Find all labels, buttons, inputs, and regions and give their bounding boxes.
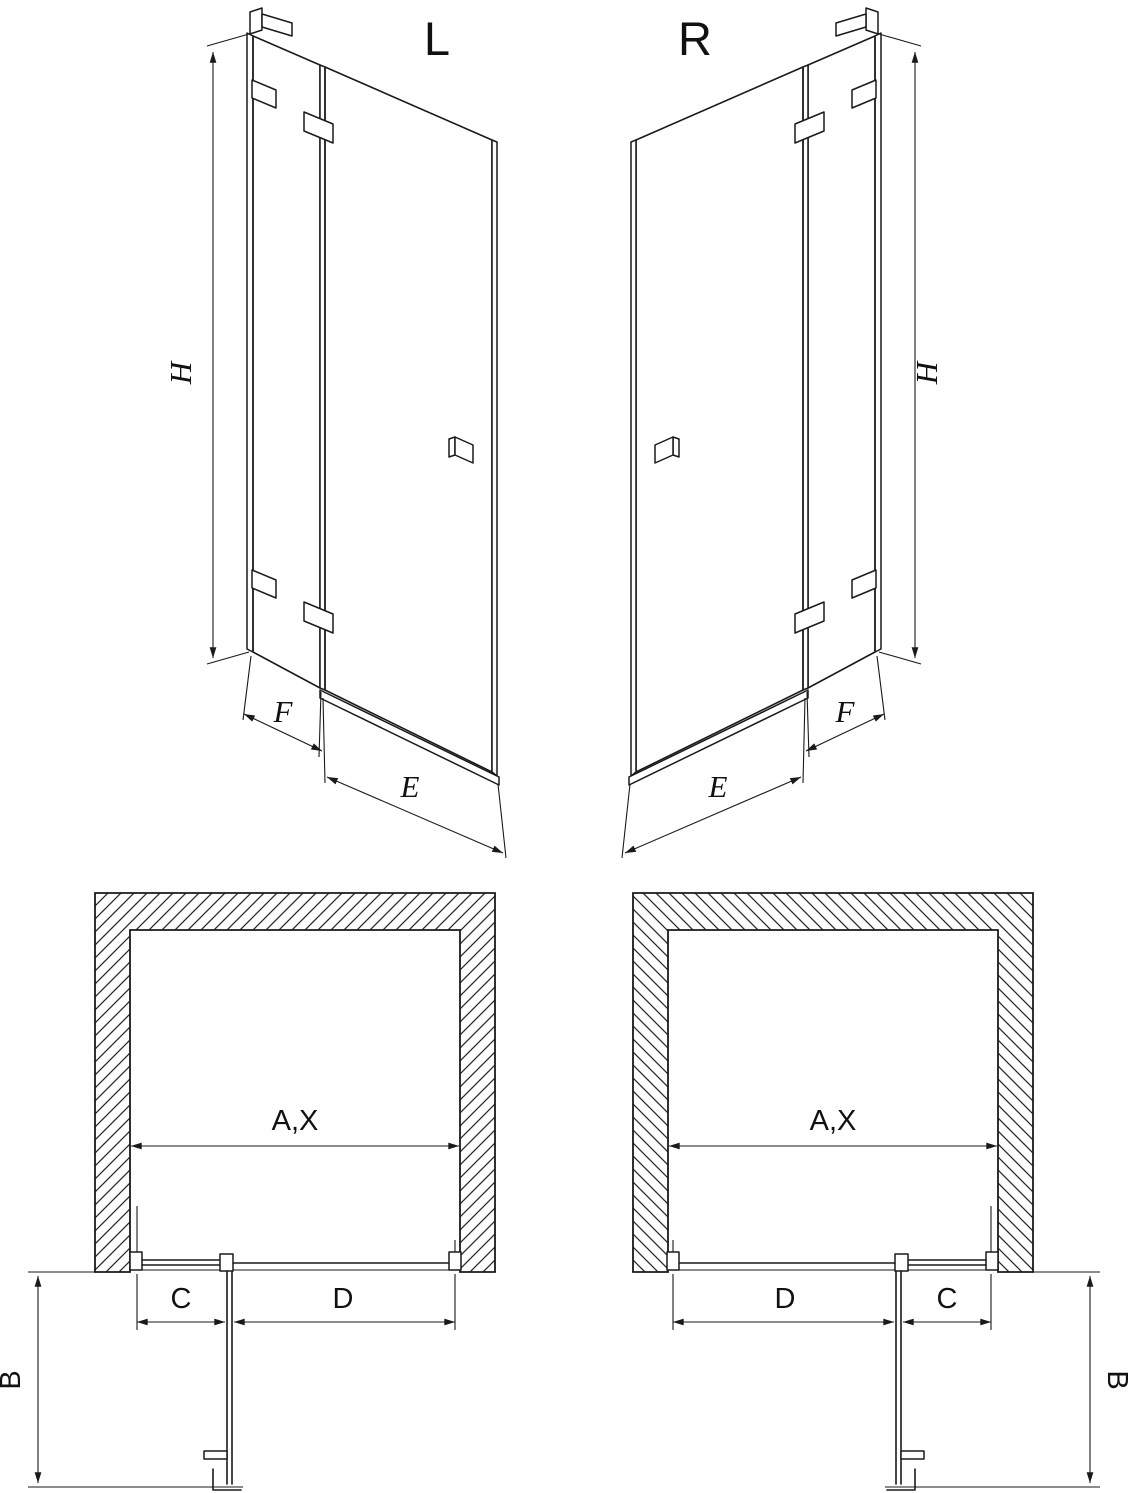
- depth-label-left: B: [0, 1370, 27, 1389]
- opening-width-label-left: A,X: [272, 1105, 319, 1137]
- height-dim-label-right: H: [909, 360, 944, 385]
- door-width-dim-label-left: E: [400, 769, 420, 804]
- orientation-label-left: L: [424, 12, 450, 65]
- depth-label-right: B: [1101, 1370, 1128, 1389]
- plan-drawing-right: [633, 893, 1100, 1490]
- fixed-panel-dim-label-left: F: [273, 694, 294, 729]
- door-width-dim-label-right: E: [708, 769, 728, 804]
- plan-view-left: A,X C D B: [0, 893, 495, 1490]
- fixed-panel-dim-label-right: F: [835, 694, 856, 729]
- fixed-segment-label-right: C: [937, 1283, 958, 1315]
- height-dim-label-left: H: [163, 360, 198, 385]
- door-segment-label-right: D: [775, 1283, 796, 1315]
- opening-width-label-right: A,X: [810, 1105, 857, 1137]
- plan-drawing-left: [28, 893, 495, 1490]
- fixed-segment-label-left: C: [171, 1283, 192, 1315]
- shower-door-drawing-left: [207, 8, 506, 858]
- shower-door-drawing-right: [622, 8, 921, 858]
- orientation-label-right: R: [678, 12, 712, 65]
- plan-view-right: A,X D C B: [633, 893, 1128, 1490]
- door-segment-label-left: D: [333, 1283, 354, 1315]
- perspective-view-left: L H F E: [163, 8, 506, 858]
- perspective-view-right: R H F E: [622, 8, 944, 858]
